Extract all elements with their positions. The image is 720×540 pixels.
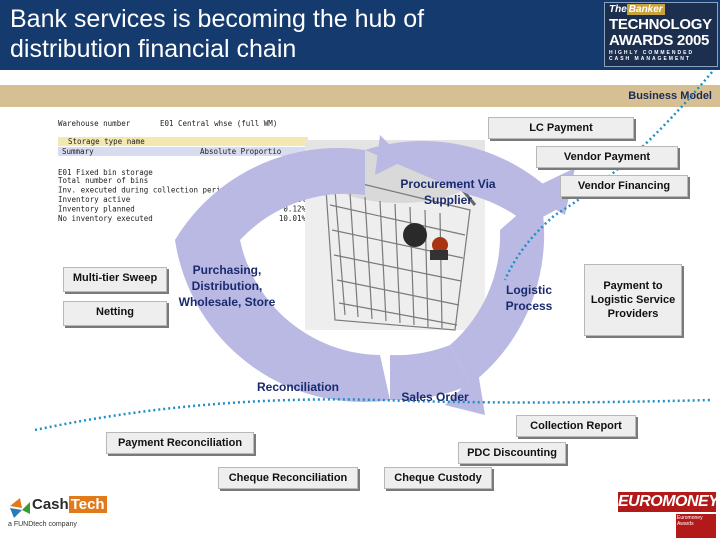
svg-text:Storage type name: Storage type name <box>68 137 145 146</box>
svg-text:Warehouse number: Warehouse number <box>58 119 131 128</box>
cashtech-tagline: a FUNDtech company <box>8 521 77 528</box>
euromoney-wordmark: EUROMONEY <box>618 492 716 512</box>
pdc-discounting-box: PDC Discounting <box>458 442 566 464</box>
euromoney-award-badge: Euromoney Awards <box>676 514 716 538</box>
svg-text:Summary: Summary <box>62 147 94 156</box>
vendor-financing-box: Vendor Financing <box>560 175 688 197</box>
svg-text:Central whse (full WM): Central whse (full WM) <box>178 119 277 128</box>
lc-payment-box: LC Payment <box>488 117 634 139</box>
payment-reconciliation-box: Payment Reconciliation <box>106 432 254 454</box>
sap-row-label: Inv. executed during collection peri <box>58 186 221 195</box>
label-sales-order: Sales Order <box>385 390 485 404</box>
label-procurement-via-supplier: Procurement Via Supplier <box>398 176 498 208</box>
sap-row-label: No inventory executed <box>58 214 153 223</box>
sap-row-label: Total number of bins <box>58 176 148 185</box>
euromoney-logo: EUROMONEY Euromoney Awards <box>618 492 716 538</box>
payment-to-logistic-box: Payment to Logistic Service Providers <box>584 264 682 336</box>
netting-box: Netting <box>63 301 167 326</box>
label-logistic-process: Logistic Process <box>492 282 566 314</box>
sap-row-percent: 10.01% <box>279 214 307 223</box>
cheque-custody-box: Cheque Custody <box>384 467 492 489</box>
multi-tier-sweep-box: Multi-tier Sweep <box>63 267 167 292</box>
collection-report-box: Collection Report <box>516 415 636 437</box>
svg-text:E01: E01 <box>160 119 174 128</box>
svg-text:Absolute Proportio: Absolute Proportio <box>200 147 282 156</box>
cashtech-text-tech: Tech <box>69 496 107 513</box>
cashtech-text-cash: Cash <box>32 496 69 513</box>
sap-row-label: Inventory active <box>58 195 131 204</box>
sap-row-label: Inventory planned <box>58 205 135 214</box>
label-reconciliation: Reconciliation <box>238 380 358 394</box>
label-purchasing-distribution: Purchasing, Distribution, Wholesale, Sto… <box>178 262 276 310</box>
cheque-reconciliation-box: Cheque Reconciliation <box>218 467 358 489</box>
vendor-payment-box: Vendor Payment <box>536 146 678 168</box>
